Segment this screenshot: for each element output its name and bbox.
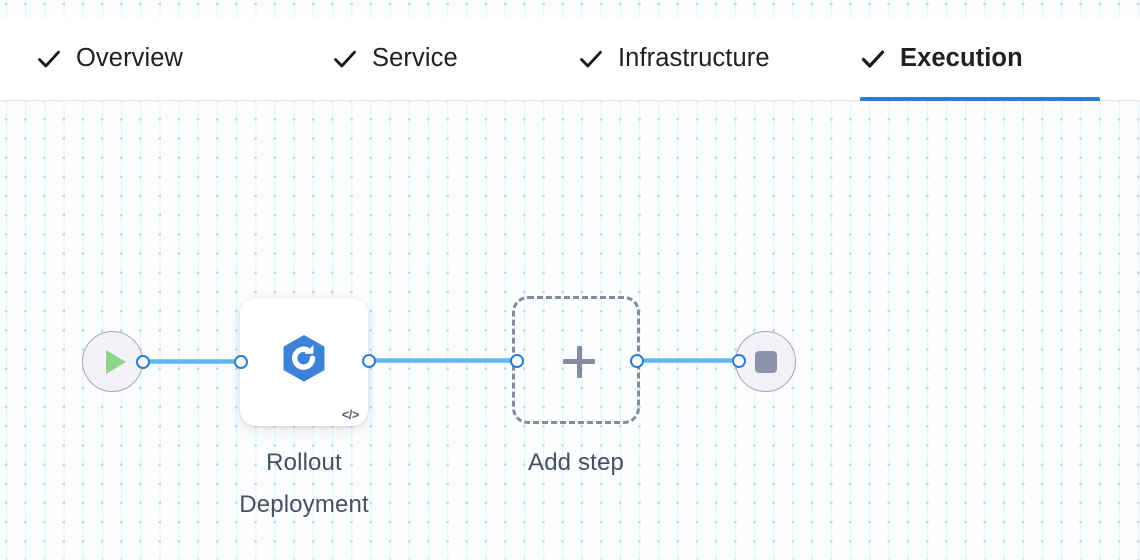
tab-infrastructure[interactable]: Infrastructure bbox=[578, 18, 806, 100]
connector-handle-addstep-output[interactable] bbox=[630, 353, 644, 368]
pipeline-stage-tabbar: Overview Service Infrastructur bbox=[0, 18, 1140, 101]
tab-overview-label: Overview bbox=[76, 44, 184, 73]
node-label-add-step: Add step bbox=[528, 449, 624, 476]
tab-execution-label: Execution bbox=[900, 44, 1023, 73]
tab-infrastructure-label: Infrastructure bbox=[618, 44, 770, 73]
node-label-rollout-deployment: Rollout Deployment bbox=[239, 449, 369, 518]
add-step-node[interactable] bbox=[512, 296, 640, 424]
plus-icon-vertical bbox=[576, 345, 582, 378]
check-icon bbox=[36, 46, 62, 72]
connector-handle-rollout-output[interactable] bbox=[362, 353, 376, 368]
step-node-rollout-deployment[interactable]: </> bbox=[240, 298, 368, 426]
tab-service[interactable]: Service bbox=[332, 18, 480, 100]
tab-list: Overview Service Infrastructur bbox=[0, 18, 1140, 101]
check-icon bbox=[332, 46, 358, 72]
tab-overview[interactable]: Overview bbox=[36, 18, 212, 100]
tab-execution[interactable]: Execution bbox=[860, 18, 1100, 101]
connector-handle-end-input[interactable] bbox=[732, 353, 746, 368]
check-icon bbox=[860, 46, 886, 72]
tab-service-label: Service bbox=[372, 44, 458, 73]
check-icon bbox=[578, 46, 604, 72]
play-icon bbox=[105, 349, 126, 374]
connector-handle-rollout-input[interactable] bbox=[234, 354, 248, 369]
tab-execution-active-underline bbox=[860, 97, 1100, 101]
connector-handle-addstep-input[interactable] bbox=[510, 353, 524, 368]
rollout-deployment-icon bbox=[278, 332, 330, 389]
start-node[interactable] bbox=[82, 331, 143, 392]
code-icon: </> bbox=[341, 407, 360, 422]
stop-icon bbox=[754, 350, 777, 373]
connector-handle-start-output[interactable] bbox=[136, 354, 150, 369]
